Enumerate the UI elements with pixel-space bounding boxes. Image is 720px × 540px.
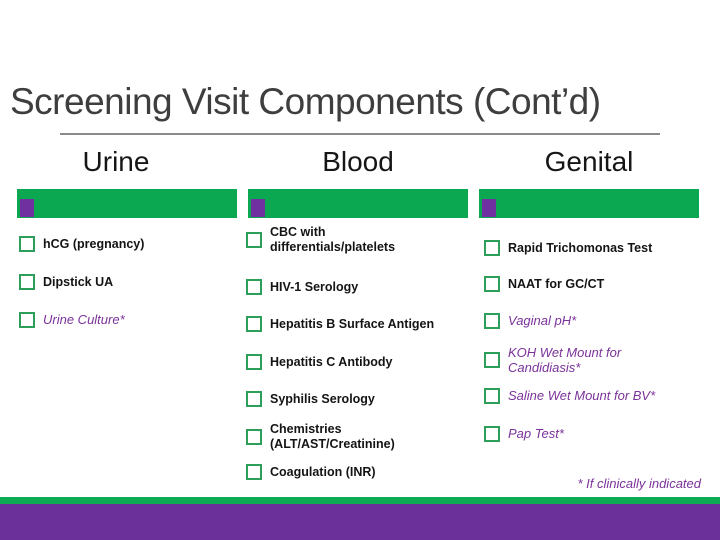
checkbox[interactable] [246,279,262,295]
list-item-label: Vaginal pH* [508,313,577,329]
list-item: Saline Wet Mount for BV* [484,379,712,413]
checkbox[interactable] [484,388,500,404]
list-item: NAAT for GC/CT [484,267,712,301]
column-header-genital: Genital [544,146,634,177]
list-item: Hepatitis B Surface Antigen [246,307,474,341]
list-item-label: Dipstick UA [43,274,114,289]
list-item-label: Hepatitis C Antibody [270,354,393,369]
checkbox[interactable] [484,240,500,256]
list-item-label: hCG (pregnancy) [43,236,145,251]
checkbox[interactable] [246,429,262,445]
checkbox[interactable] [246,232,262,248]
list-item-label: NAAT for GC/CT [508,276,605,291]
list-item: Coagulation (INR) [246,455,474,489]
checkbox[interactable] [19,312,35,328]
blood-header-bar [248,189,468,218]
title-underline [60,133,660,135]
page-title: Screening Visit Components (Cont’d) [10,81,601,122]
checkbox[interactable] [246,391,262,407]
checkbox[interactable] [246,316,262,332]
list-item: CBC with differentials/platelets [246,223,474,257]
list-item: Rapid Trichomonas Test [484,231,712,265]
list-item-label: Pap Test* [508,426,564,442]
column-header-blood: Blood [322,146,394,177]
urine-header-bar [17,189,237,218]
list-item-label: CBC with differentials/platelets [270,225,396,254]
list-item-label: Saline Wet Mount for BV* [508,388,656,404]
checkbox[interactable] [246,354,262,370]
list-item-label: Urine Culture* [43,312,125,328]
checkbox[interactable] [484,276,500,292]
list-item-label: KOH Wet Mount for Candidiasis* [508,344,622,375]
checkbox[interactable] [484,313,500,329]
checkbox[interactable] [484,426,500,442]
list-item: Urine Culture* [19,303,247,337]
list-item-label: Chemistries (ALT/AST/Creatinine) [270,422,395,451]
genital-header-bar [479,189,699,218]
column-header-urine: Urine [82,146,150,177]
list-item-label: HIV-1 Serology [270,279,359,294]
list-item: hCG (pregnancy) [19,227,247,261]
accent-square-icon [251,199,265,217]
accent-square-icon [20,199,34,217]
bottom-purple-bar [0,504,720,540]
list-item: Dipstick UA [19,265,247,299]
accent-square-icon [482,199,496,217]
list-item: Hepatitis C Antibody [246,345,474,379]
list-item-label: Rapid Trichomonas Test [508,240,653,255]
list-item: KOH Wet Mount for Candidiasis* [484,343,712,377]
footnote: * If clinically indicated [577,476,701,491]
checkbox[interactable] [246,464,262,480]
checkbox[interactable] [19,236,35,252]
list-item-label: Coagulation (INR) [270,464,376,479]
list-item-label: Hepatitis B Surface Antigen [270,316,435,331]
list-item: Vaginal pH* [484,304,712,338]
list-item: HIV-1 Serology [246,270,474,304]
bottom-green-line [0,497,720,504]
checkbox[interactable] [19,274,35,290]
checkbox[interactable] [484,352,500,368]
list-item: Chemistries (ALT/AST/Creatinine) [246,420,474,454]
list-item-label: Syphilis Serology [270,391,375,406]
list-item: Syphilis Serology [246,382,474,416]
list-item: Pap Test* [484,417,712,451]
